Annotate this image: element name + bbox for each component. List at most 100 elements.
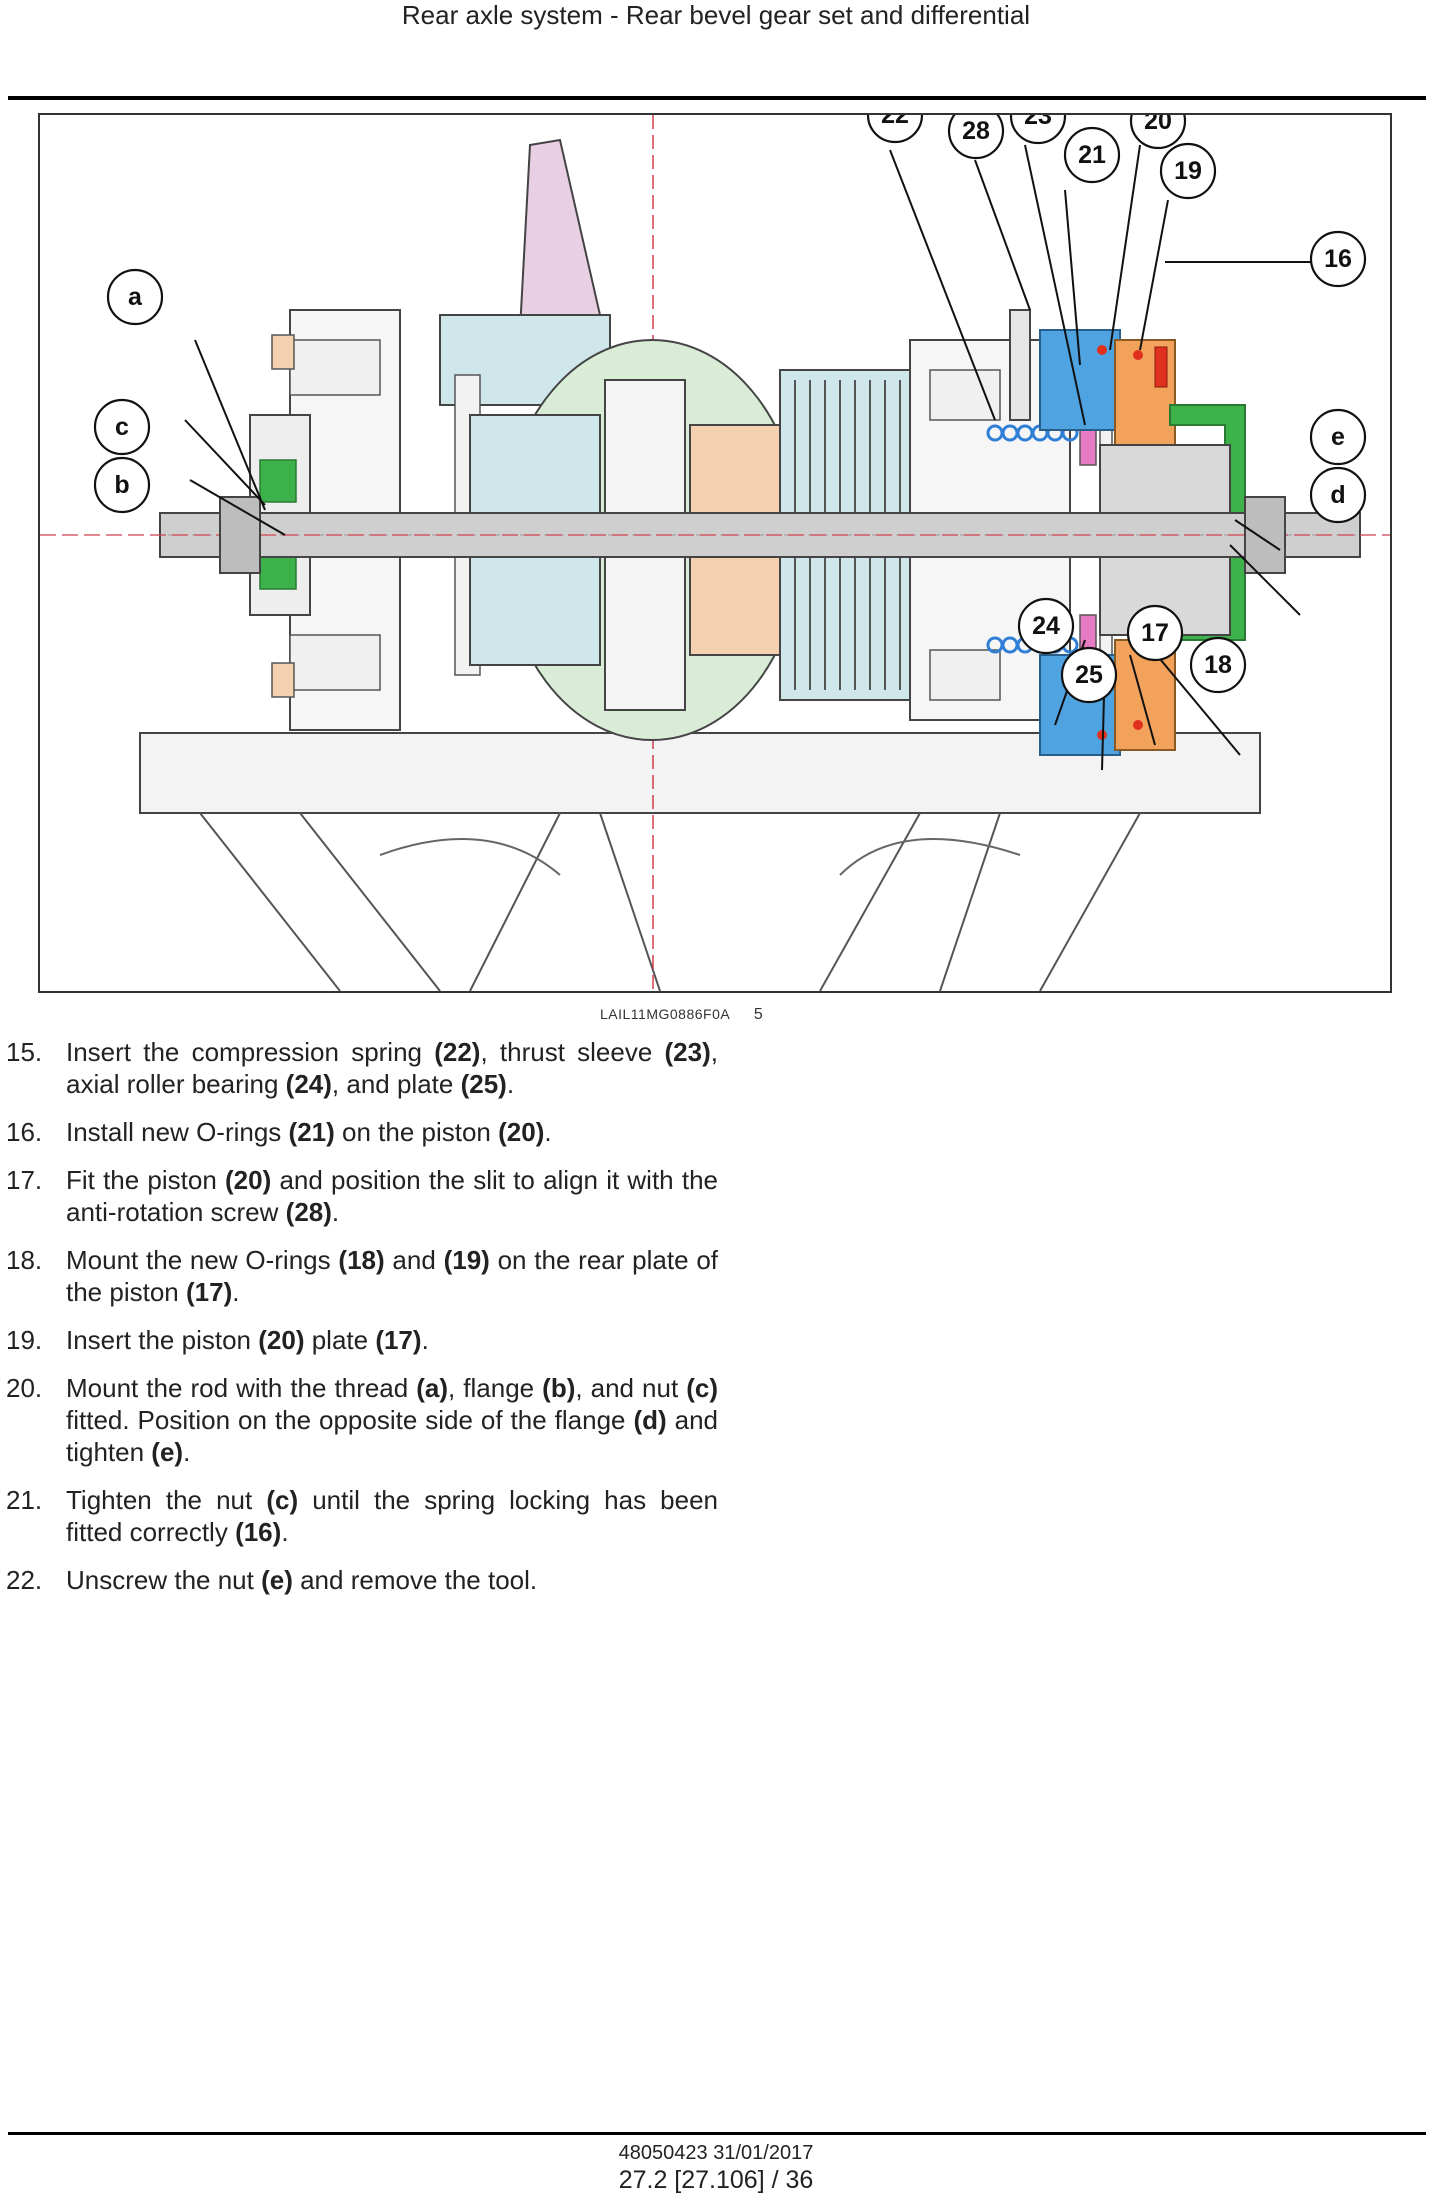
- part-reference: (16): [235, 1517, 282, 1547]
- svg-text:24: 24: [1032, 612, 1060, 640]
- svg-text:c: c: [115, 413, 129, 441]
- figure-code: LAIL11MG0886F0A: [600, 1006, 731, 1022]
- header-rule: [8, 96, 1426, 100]
- step-text-run: .: [331, 1197, 340, 1227]
- step-number: 21.: [6, 1485, 43, 1515]
- procedure-step: 17. Fit the piston (20) and position the …: [6, 1164, 718, 1228]
- svg-text:28: 28: [962, 117, 990, 145]
- part-reference: (17): [185, 1277, 233, 1307]
- part-reference: (20): [258, 1325, 305, 1355]
- step-text-run: .: [544, 1117, 552, 1147]
- step-text-run: and remove the tool.: [292, 1565, 538, 1595]
- step-text: Fit the piston (20) and position the sli…: [66, 1164, 718, 1228]
- step-text-run: until the spring locking has been fitted…: [66, 1485, 718, 1547]
- footer-page-ref: 27.2 [27.106] / 36: [618, 2166, 814, 2194]
- footer-rule: [8, 2132, 1426, 2135]
- step-number: 19.: [6, 1325, 43, 1355]
- svg-text:23: 23: [1024, 115, 1052, 130]
- step-text-run: and: [384, 1245, 444, 1275]
- step-text-run: Tighten the nut: [66, 1485, 267, 1515]
- part-reference: (21): [288, 1117, 335, 1147]
- callout-16: 16: [1309, 230, 1367, 288]
- part-reference: (20): [225, 1165, 272, 1195]
- part-reference: (18): [338, 1245, 385, 1275]
- svg-text:b: b: [114, 471, 129, 499]
- part-reference: (24): [285, 1069, 332, 1099]
- procedure-step: 18. Mount the new O-rings (18) and (19) o…: [6, 1244, 718, 1308]
- step-text-run: .: [421, 1325, 429, 1355]
- svg-text:e: e: [1331, 423, 1345, 451]
- svg-text:d: d: [1330, 481, 1345, 509]
- part-reference: (a): [416, 1373, 449, 1403]
- figure-number: 5: [753, 1006, 763, 1023]
- svg-text:19: 19: [1174, 157, 1202, 185]
- procedure-step: 20.Mount the rod with the thread (a), fl…: [6, 1372, 718, 1468]
- procedure-step: 15.Insert the compression spring (22), t…: [6, 1036, 718, 1100]
- part-reference: (22): [434, 1037, 481, 1067]
- part-reference: (23): [664, 1037, 711, 1067]
- assembly-illustration: 22 28 23 21 20 19 16 a c b e: [38, 113, 1392, 993]
- step-text-run: plate: [304, 1325, 376, 1355]
- callout-23: 23: [1009, 115, 1067, 145]
- step-text: Unscrew the nut (e) and remove the tool.: [66, 1564, 718, 1596]
- step-text: Tighten the nut (c) until the spring loc…: [66, 1484, 718, 1548]
- footer-doc-ref: 48050423 31/01/2017: [618, 2142, 814, 2164]
- step-text-run: .: [506, 1069, 515, 1099]
- part-reference: (28): [285, 1197, 332, 1227]
- callout-17: 17: [1126, 604, 1184, 662]
- part-reference: (20): [498, 1117, 545, 1147]
- step-text-run: .: [183, 1437, 191, 1467]
- callout-20: 20: [1129, 115, 1187, 150]
- part-reference: (d): [633, 1405, 667, 1435]
- step-number: 17.: [6, 1165, 43, 1195]
- step-text-run: Insert the piston: [66, 1325, 259, 1355]
- threaded-rod: [40, 496, 1390, 574]
- part-reference: (e): [261, 1565, 293, 1595]
- procedure-step: 21. Tighten the nut (c) until the spring …: [6, 1484, 718, 1548]
- svg-text:25: 25: [1075, 661, 1103, 689]
- svg-text:22: 22: [881, 115, 909, 129]
- callout-25: 25: [1060, 646, 1118, 704]
- procedure-step: 16.Install new O-rings (21) on the pisto…: [6, 1116, 718, 1148]
- step-text-run: , thrust sleeve: [480, 1037, 665, 1067]
- part-reference: (b): [542, 1373, 576, 1403]
- part-reference: (19): [443, 1245, 490, 1275]
- part-reference: (c): [686, 1373, 718, 1403]
- part-reference: (17): [375, 1325, 422, 1355]
- callout-22: 22: [866, 115, 924, 144]
- step-text-run: Unscrew the nut: [66, 1565, 262, 1595]
- callout-a: a: [106, 268, 164, 326]
- part-reference: (c): [266, 1485, 299, 1515]
- procedure-step: 22.Unscrew the nut (e) and remove the to…: [6, 1564, 718, 1596]
- cross-section-drawing: 22 28 23 21 20 19 16 a c b e: [40, 115, 1390, 991]
- step-text-run: .: [281, 1517, 289, 1547]
- callout-21: 21: [1063, 126, 1121, 184]
- step-text-run: Mount the new O-rings: [66, 1245, 339, 1275]
- step-text: Insert the compression spring (22), thru…: [66, 1036, 718, 1100]
- part-reference: (e): [151, 1437, 184, 1467]
- step-text-run: on the rear plate of the piston: [66, 1245, 719, 1307]
- step-text: Install new O-rings (21) on the piston (…: [66, 1116, 718, 1148]
- procedure-step: 19. Insert the piston (20) plate (17).: [6, 1324, 718, 1356]
- step-number: 18.: [6, 1245, 43, 1275]
- step-text-run: and tighten: [66, 1405, 718, 1467]
- step-text-run: , and nut: [575, 1373, 687, 1403]
- callout-d: d: [1309, 466, 1367, 524]
- svg-text:18: 18: [1204, 651, 1232, 679]
- step-text-run: and position the slit to align it with t…: [66, 1165, 718, 1227]
- svg-text:17: 17: [1141, 619, 1169, 647]
- procedure-steps: 15.Insert the compression spring (22), t…: [6, 1036, 718, 1612]
- part-reference: (25): [460, 1069, 507, 1099]
- figure-caption: LAIL11MG0886F0A 5: [600, 1006, 763, 1024]
- callout-c: c: [93, 398, 151, 456]
- step-text-run: , and plate: [331, 1069, 461, 1099]
- callout-18: 18: [1189, 636, 1247, 694]
- step-text-run: , axial roller bearing: [66, 1037, 718, 1099]
- step-text-run: .: [232, 1277, 240, 1307]
- step-text-run: Install new O-rings: [66, 1117, 289, 1147]
- callout-e: e: [1309, 408, 1367, 466]
- callout-19: 19: [1159, 142, 1217, 200]
- step-text-run: Mount the rod with the thread: [66, 1373, 417, 1403]
- step-text-run: Fit the piston: [66, 1165, 226, 1195]
- callout-28: 28: [947, 115, 1005, 160]
